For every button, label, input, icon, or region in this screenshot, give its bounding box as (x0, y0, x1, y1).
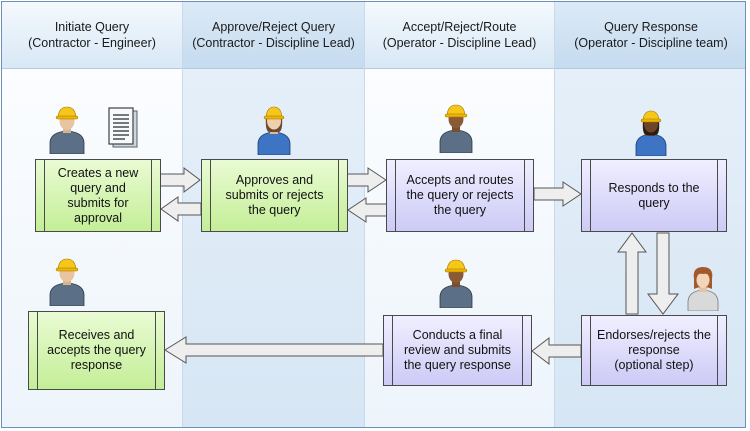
step-accept-route-query: Accepts and routes the query or rejects … (386, 159, 534, 232)
arrow-accept-to-respond (533, 181, 582, 207)
arrow-endorse-to-respond (617, 232, 647, 315)
step-receive-response: Receives and accepts the query response (28, 311, 165, 390)
step-approve-query: Approves and submits or rejects the quer… (201, 159, 348, 232)
lane-header: Accept/Reject/Route (Operator - Discipli… (365, 2, 554, 69)
arrow-approve-to-accept (346, 167, 387, 193)
document-icon (108, 107, 138, 148)
step-create-query: Creates a new query and submits for appr… (35, 159, 161, 232)
lane-header: Query Response (Operator - Discipline te… (555, 2, 745, 69)
worker-with-hard-hat-icon (49, 106, 85, 154)
step-label: Creates a new query and submits for appr… (57, 165, 139, 225)
step-label: Responds to the query (608, 180, 700, 210)
arrow-respond-to-endorse (647, 232, 679, 315)
arrow-approve-to-create (160, 196, 202, 222)
lane-subtitle: (Operator - Discipline team) (574, 36, 728, 50)
arrow-accept-to-approve (347, 197, 389, 223)
lane-subtitle: (Operator - Discipline Lead) (382, 36, 537, 50)
lane-title: Approve/Reject Query (212, 20, 335, 34)
worker-with-hard-hat-icon (439, 259, 473, 308)
arrow-review-to-receive (164, 336, 384, 364)
step-label: Accepts and routes the query or rejects … (406, 173, 514, 217)
worker-with-hard-hat-icon (439, 104, 473, 153)
step-final-review: Conducts a final review and submits the … (383, 315, 532, 386)
step-label: Endorses/rejects the response (optional … (597, 328, 711, 372)
lane-header: Initiate Query (Contractor - Engineer) (2, 2, 182, 69)
lane-title: Query Response (604, 20, 698, 34)
lane-subtitle: (Contractor - Discipline Lead) (192, 36, 355, 50)
worker-with-hard-hat-icon (635, 110, 667, 156)
arrow-endorse-to-review (531, 336, 582, 366)
lane-title: Initiate Query (54, 20, 130, 34)
step-label: Receives and accepts the query response (47, 328, 146, 372)
lane-title: Accept/Reject/Route (402, 20, 517, 34)
step-label: Conducts a final review and submits the … (403, 328, 511, 372)
lane-subtitle: (Contractor - Engineer) (28, 36, 156, 50)
arrow-create-to-approve (159, 167, 201, 193)
step-label: Approves and submits or rejects the quer… (225, 173, 324, 217)
person-icon (687, 267, 719, 311)
worker-with-hard-hat-icon (257, 106, 291, 155)
step-endorse-response: Endorses/rejects the response (optional … (581, 315, 727, 386)
step-respond-query: Responds to the query (581, 159, 727, 232)
worker-with-hard-hat-icon (49, 258, 85, 306)
lane-header: Approve/Reject Query (Contractor - Disci… (183, 2, 364, 69)
